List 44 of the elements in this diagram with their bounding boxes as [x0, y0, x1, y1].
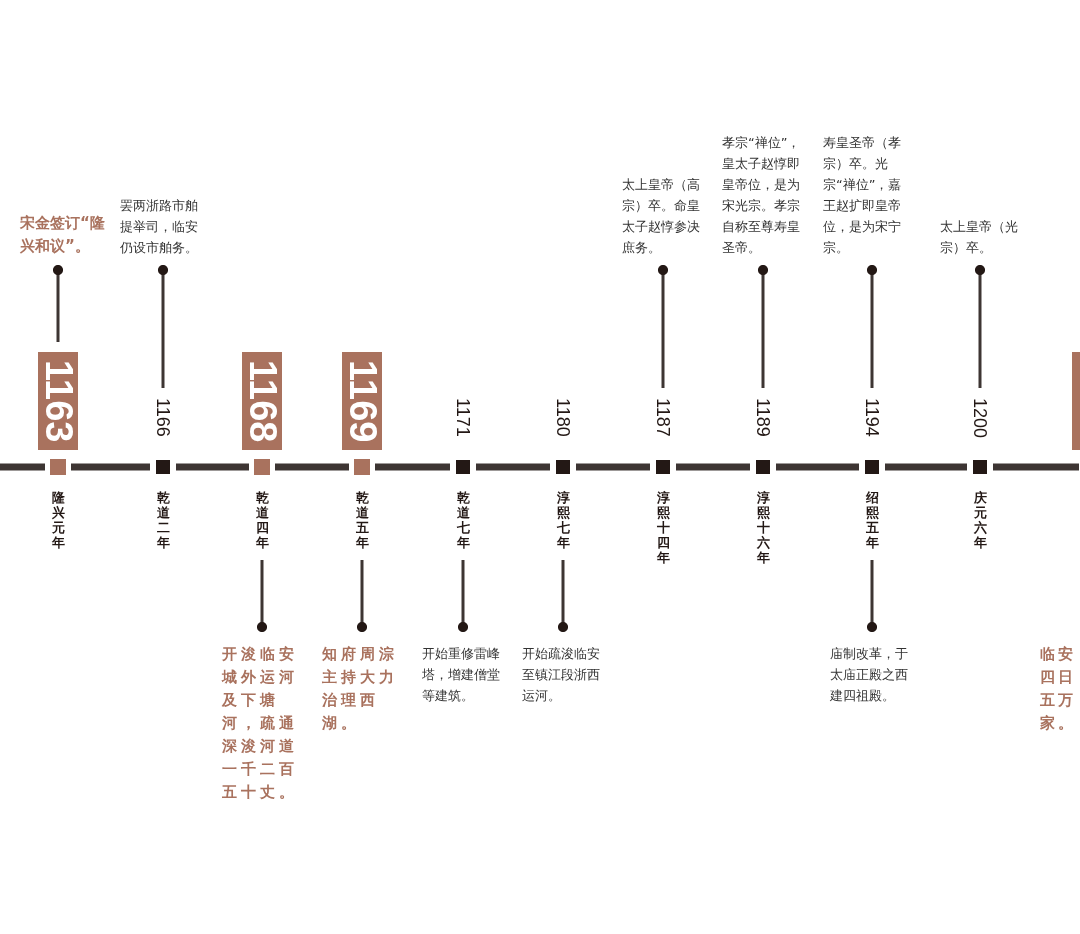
year-label: 1194 — [861, 398, 883, 437]
year-tag — [1072, 352, 1080, 450]
year-tag: 1163 — [38, 352, 78, 450]
event-note: 寿皇圣帝（孝宗）卒。光宗“禅位”，嘉王赵扩即皇帝位，是为宋宁宗。 — [823, 132, 909, 258]
year-label: 1166 — [152, 398, 174, 437]
leader-line — [356, 560, 368, 633]
era-label: 庆元六年 — [973, 490, 987, 550]
era-label: 乾道七年 — [456, 490, 470, 550]
era-label: 淳熙十四年 — [656, 490, 670, 565]
event-note: 庙制改革，于太庙正殿之西建四祖殿。 — [830, 643, 916, 706]
event-note: 知府周淙主持大力治理西湖。 — [322, 643, 408, 735]
year-label: 1180 — [552, 398, 574, 437]
year-label: 1200 — [969, 398, 991, 439]
era-label: 淳熙七年 — [556, 490, 570, 550]
event-note: 开始重修雷峰塔，增建僧堂等建筑。 — [422, 643, 508, 706]
event-note: 开浚临安城外运河及下塘河，疏通深浚河道一千二百五十丈。 — [222, 643, 308, 804]
event-note: 太上皇帝（高宗）卒。命皇太子赵惇参决庶务。 — [622, 174, 708, 258]
leader-line — [157, 264, 169, 388]
leader-line — [866, 264, 878, 388]
leader-line — [657, 264, 669, 388]
era-label: 乾道四年 — [255, 490, 269, 550]
leader-line — [557, 560, 569, 633]
leader-line — [256, 560, 268, 633]
leader-line — [866, 560, 878, 633]
year-label: 1189 — [752, 398, 774, 437]
era-label: 隆兴元年 — [51, 490, 65, 550]
leader-line — [52, 264, 64, 342]
leader-line — [457, 560, 469, 633]
event-note: 罢两浙路市舶提举司，临安仍设市舶务。 — [120, 195, 206, 258]
year-tag: 1168 — [242, 352, 282, 450]
leader-line — [974, 264, 986, 388]
year-label: 1171 — [452, 398, 474, 437]
event-note: 临安四日五万家。 — [1040, 644, 1077, 734]
era-label: 乾道五年 — [355, 490, 369, 550]
event-note: 开始疏浚临安至镇江段浙西运河。 — [522, 643, 608, 706]
year-label: 1187 — [652, 398, 674, 437]
event-note: 孝宗“禅位”，皇太子赵惇即皇帝位，是为宋光宗。孝宗自称至尊寿皇圣帝。 — [722, 132, 808, 258]
era-label: 乾道二年 — [156, 490, 170, 550]
event-note: 宋金签订“隆兴和议”。 — [20, 212, 116, 258]
year-tag: 1169 — [342, 352, 382, 450]
era-label: 淳熙十六年 — [756, 490, 770, 565]
leader-line — [757, 264, 769, 388]
event-note: 太上皇帝（光宗）卒。 — [940, 216, 1026, 258]
era-label: 绍熙五年 — [865, 490, 879, 550]
